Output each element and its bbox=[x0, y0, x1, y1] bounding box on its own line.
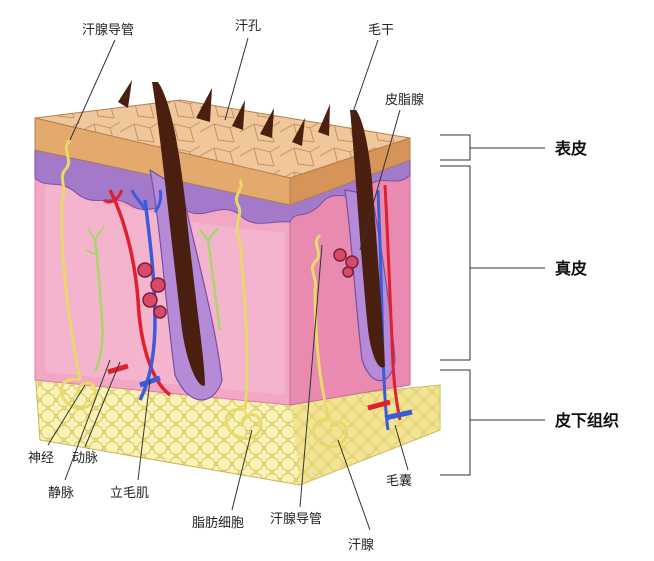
label-sweat-pore: 汗孔 bbox=[235, 19, 261, 34]
nerves bbox=[85, 225, 222, 373]
label-hair-shaft: 毛干 bbox=[368, 23, 394, 38]
label-subcutaneous: 皮下组织 bbox=[554, 411, 619, 430]
label-epidermis: 表皮 bbox=[554, 139, 587, 158]
label-fat-cells: 脂肪细胞 bbox=[192, 515, 244, 531]
label-sweat-duct-bottom: 汗腺导管 bbox=[270, 512, 322, 527]
label-sweat-gland: 汗腺 bbox=[348, 538, 374, 553]
label-sebaceous-gland: 皮脂腺 bbox=[385, 93, 424, 108]
structure-labels: 汗腺导管 汗孔 毛干 皮脂腺 神经 动脉 静脉 立毛肌 脂肪细胞 汗腺导管 汗腺… bbox=[28, 19, 424, 553]
layer-brackets bbox=[440, 134, 545, 476]
sweat-glands bbox=[59, 138, 349, 449]
epidermis-layer bbox=[34, 99, 411, 206]
label-vein: 静脉 bbox=[48, 486, 74, 501]
leader-lines bbox=[47, 37, 409, 531]
label-arrector-pili: 立毛肌 bbox=[110, 486, 149, 501]
label-nerve: 神经 bbox=[28, 451, 54, 466]
hairs bbox=[118, 80, 385, 386]
layer-labels: 表皮 真皮 皮下组织 bbox=[554, 139, 619, 430]
label-hair-follicle: 毛囊 bbox=[386, 473, 412, 489]
label-sweat-duct-top: 汗腺导管 bbox=[82, 23, 134, 38]
label-dermis: 真皮 bbox=[555, 259, 587, 278]
label-artery: 动脉 bbox=[72, 451, 98, 466]
sebaceous-glands bbox=[137, 248, 359, 319]
